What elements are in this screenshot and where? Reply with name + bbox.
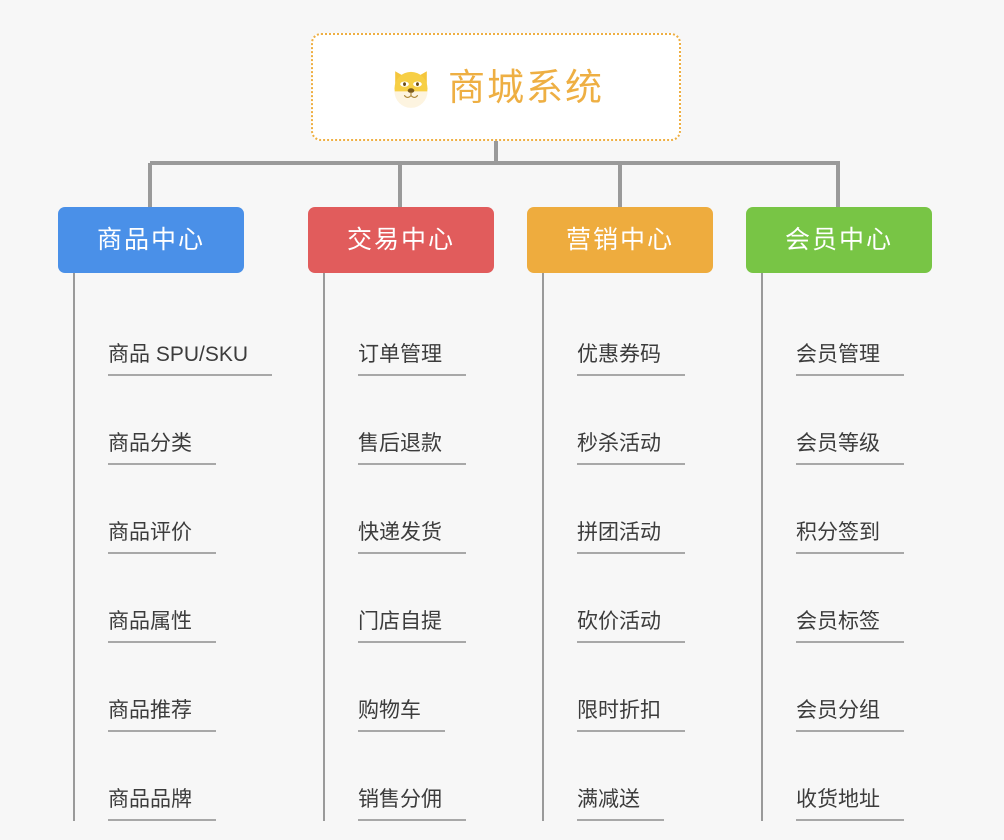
- branch-item[interactable]: 会员标签: [796, 554, 932, 643]
- branch-item[interactable]: 优惠券码: [577, 287, 713, 376]
- branch-item[interactable]: 秒杀活动: [577, 376, 713, 465]
- branch-item-label: 收货地址: [796, 787, 904, 821]
- branch-item[interactable]: 售后退款: [358, 376, 494, 465]
- branch-item-label: 商品品牌: [108, 787, 216, 821]
- branch-item-label: 商品评价: [108, 520, 216, 554]
- branch-column-1: 交易中心 订单管理 售后退款 快递发货 门店自提 购物车 销售分佣: [308, 207, 494, 821]
- branch-item[interactable]: 商品分类: [108, 376, 244, 465]
- branch-item[interactable]: 限时折扣: [577, 643, 713, 732]
- branch-item-label: 会员等级: [796, 431, 904, 465]
- branch-item-label: 门店自提: [358, 609, 466, 643]
- branch-item[interactable]: 订单管理: [358, 287, 494, 376]
- branch-item-label: 商品推荐: [108, 698, 216, 732]
- branch-item[interactable]: 满减送: [577, 732, 713, 821]
- branch-item[interactable]: 购物车: [358, 643, 494, 732]
- branch-item-label: 会员管理: [796, 342, 904, 376]
- branch-column-0: 商品中心 商品 SPU/SKU 商品分类 商品评价 商品属性 商品推荐 商品品牌: [58, 207, 273, 821]
- branch-item-label: 满减送: [577, 787, 664, 821]
- branch-item-label: 拼团活动: [577, 520, 685, 554]
- branch-item[interactable]: 会员管理: [796, 287, 932, 376]
- branch-item[interactable]: 快递发货: [358, 465, 494, 554]
- branch-item-list-1: 订单管理 售后退款 快递发货 门店自提 购物车 销售分佣: [323, 273, 494, 821]
- branch-column-2: 营销中心 优惠券码 秒杀活动 拼团活动 砍价活动 限时折扣 满减送: [527, 207, 713, 821]
- branch-item-label: 优惠券码: [577, 342, 685, 376]
- branch-item-label: 积分签到: [796, 520, 904, 554]
- branch-item-label: 砍价活动: [577, 609, 685, 643]
- branch-header-0[interactable]: 商品中心: [58, 207, 244, 273]
- branch-item[interactable]: 收货地址: [796, 732, 932, 821]
- branch-item-label: 商品属性: [108, 609, 216, 643]
- branch-header-label: 交易中心: [346, 225, 455, 254]
- branch-item[interactable]: 商品属性: [108, 554, 244, 643]
- branch-item[interactable]: 商品 SPU/SKU: [108, 287, 273, 376]
- branch-item-list-0: 商品 SPU/SKU 商品分类 商品评价 商品属性 商品推荐 商品品牌: [73, 273, 273, 821]
- branch-item-label: 快递发货: [358, 520, 466, 554]
- branch-item-label: 售后退款: [358, 431, 466, 465]
- branch-item-label: 商品分类: [108, 431, 216, 465]
- branch-item-label: 限时折扣: [577, 698, 685, 732]
- branch-item[interactable]: 商品推荐: [108, 643, 244, 732]
- branch-item-label: 会员分组: [796, 698, 904, 732]
- root-title: 商城系统: [448, 66, 604, 108]
- branch-item[interactable]: 会员等级: [796, 376, 932, 465]
- branch-item-label: 购物车: [358, 698, 445, 732]
- branch-item[interactable]: 砍价活动: [577, 554, 713, 643]
- branch-item[interactable]: 积分签到: [796, 465, 932, 554]
- branch-header-label: 商品中心: [96, 225, 205, 254]
- branch-column-3: 会员中心 会员管理 会员等级 积分签到 会员标签 会员分组 收货地址: [746, 207, 932, 821]
- branch-item-label: 订单管理: [358, 342, 466, 376]
- branch-item[interactable]: 会员分组: [796, 643, 932, 732]
- branch-item[interactable]: 商品评价: [108, 465, 244, 554]
- branch-item[interactable]: 拼团活动: [577, 465, 713, 554]
- branch-header-1[interactable]: 交易中心: [308, 207, 494, 273]
- branch-item-label: 会员标签: [796, 609, 904, 643]
- branch-item-label: 秒杀活动: [577, 431, 685, 465]
- branch-header-3[interactable]: 会员中心: [746, 207, 932, 273]
- branch-item-list-2: 优惠券码 秒杀活动 拼团活动 砍价活动 限时折扣 满减送: [542, 273, 713, 821]
- branch-item-label: 销售分佣: [358, 787, 466, 821]
- branch-header-label: 营销中心: [565, 225, 674, 254]
- branch-item-list-3: 会员管理 会员等级 积分签到 会员标签 会员分组 收货地址: [761, 273, 932, 821]
- branch-item[interactable]: 商品品牌: [108, 732, 244, 821]
- branch-item-label: 商品 SPU/SKU: [108, 342, 273, 376]
- root-node[interactable]: 商城系统: [311, 33, 681, 141]
- branch-item[interactable]: 销售分佣: [358, 732, 494, 821]
- branch-item[interactable]: 门店自提: [358, 554, 494, 643]
- branch-header-label: 会员中心: [784, 225, 893, 254]
- branch-header-2[interactable]: 营销中心: [527, 207, 713, 273]
- dog-face-icon: [394, 71, 428, 108]
